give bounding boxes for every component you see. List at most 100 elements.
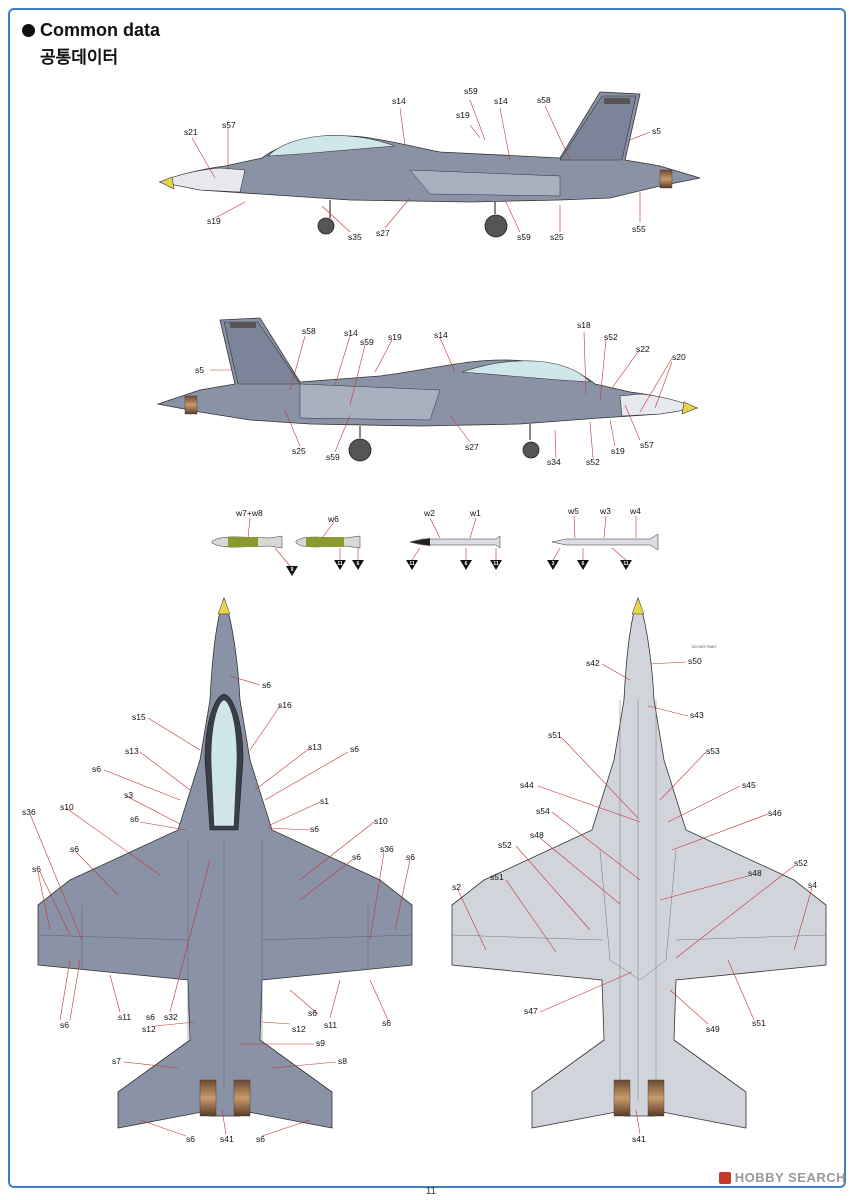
bottom-label-s51-a: s51	[548, 730, 562, 740]
marker-3: 3	[552, 561, 555, 567]
bottom-nozzle-left	[613, 1079, 631, 1117]
label-w5: w5	[567, 506, 579, 516]
label-s59-2b: s59	[326, 452, 340, 462]
bottom-nose-tip	[631, 597, 645, 615]
label-w7-w8: w7+w8	[235, 508, 263, 518]
top-nozzle-left	[199, 1079, 217, 1117]
weapon-markers: 9 11 6 11 6 11 3 6 11	[286, 560, 632, 576]
bottom-label-s43: s43	[690, 710, 704, 720]
label-s59-a: s59	[464, 86, 478, 96]
top-label-s10-b: s10	[374, 816, 388, 826]
top-label-s15: s15	[132, 712, 146, 722]
label-w6: w6	[327, 514, 339, 524]
page-number: 11	[425, 1186, 437, 1197]
label-s57: s57	[222, 120, 236, 130]
watermark-text: HOBBY SEARCH	[734, 1170, 846, 1185]
bottom-label-s53: s53	[706, 746, 720, 756]
label-s59-b: s59	[517, 232, 531, 242]
marker-9: 9	[291, 567, 294, 573]
bottom-label-s51-b: s51	[490, 872, 504, 882]
bottom-label-s49: s49	[706, 1024, 720, 1034]
top-label-s6-n: s6	[256, 1134, 265, 1144]
main-wheel	[484, 214, 508, 238]
top-label-s7: s7	[112, 1056, 121, 1066]
top-nose-tip	[217, 597, 231, 615]
bullet-icon	[22, 24, 35, 37]
top-label-s13-b: s13	[308, 742, 322, 752]
intake-panel	[409, 169, 561, 197]
top-nozzle-right	[233, 1079, 251, 1117]
top-label-s6-h: s6	[406, 852, 415, 862]
label-s5: s5	[652, 126, 661, 136]
bottom-label-s52-b: s52	[794, 858, 808, 868]
bottom-label-s52-a: s52	[498, 840, 512, 850]
bottom-label-s50: s50	[688, 656, 702, 666]
marker-11-b: 11	[409, 561, 415, 567]
label-s14-a: s14	[392, 96, 406, 106]
top-label-s6-f: s6	[70, 844, 79, 854]
section-heading: Common data 공통데이터	[22, 20, 160, 68]
label-s19-2b: s19	[611, 446, 625, 456]
marker-6-c: 6	[582, 561, 585, 567]
top-label-s3: s3	[124, 790, 133, 800]
label-s55: s55	[632, 224, 646, 234]
bottom-view: DO NOT PAINT s42 s50 s43 s51 s53 s44 s45…	[451, 596, 827, 1144]
leader-lines-left	[191, 99, 651, 233]
bottom-label-s4: s4	[808, 880, 817, 890]
label-w3: w3	[599, 506, 611, 516]
label-s20: s20	[672, 352, 686, 362]
stencil-do-not-paint: DO NOT PAINT	[692, 645, 717, 649]
marker-11-d: 11	[623, 561, 629, 567]
top-label-s36-b: s36	[380, 844, 394, 854]
label-s25-2: s25	[292, 446, 306, 456]
heading-title-ko: 공통데이터	[40, 48, 119, 67]
bottom-label-s2: s2	[452, 882, 461, 892]
top-planform	[37, 596, 413, 1129]
bottom-label-s51-c: s51	[752, 1018, 766, 1028]
marker-6-a: 6	[357, 561, 360, 567]
top-label-s16: s16	[278, 700, 292, 710]
label-s19-b: s19	[207, 216, 221, 226]
label-s22: s22	[636, 344, 650, 354]
label-s14-2a: s14	[344, 328, 358, 338]
top-canopy	[210, 699, 238, 827]
label-s14-b: s14	[494, 96, 508, 106]
label-s58: s58	[537, 95, 551, 105]
intake-panel-2	[299, 383, 441, 421]
top-label-s11-b: s11	[324, 1020, 337, 1030]
missile-w1-w2	[409, 535, 501, 549]
label-s59-2a: s59	[360, 337, 374, 347]
nose-tip	[159, 176, 175, 190]
bottom-label-s47: s47	[524, 1006, 538, 1016]
top-label-s8: s8	[338, 1056, 347, 1066]
top-label-s1: s1	[320, 796, 329, 806]
bottom-leader-lines	[457, 661, 813, 1135]
bomb-w7-w8	[211, 535, 283, 549]
stencil-text: DO NOT PAINT	[692, 645, 717, 649]
weapons-row: w7+w8 w6 w2 w1 w5 w3 w4 9 11 6 11 6	[211, 506, 659, 576]
top-label-s6-e: s6	[310, 824, 319, 834]
fuselage-shape-2	[156, 317, 699, 427]
nose-wheel-2	[522, 441, 540, 459]
label-s52-2b: s52	[586, 457, 600, 467]
label-w1: w1	[469, 508, 481, 518]
hobby-search-logo-icon	[718, 1171, 731, 1184]
marker-11-c: 11	[493, 561, 499, 567]
missile-w3-w4-w5	[551, 533, 659, 551]
label-s25: s25	[550, 232, 564, 242]
label-s52-2a: s52	[604, 332, 618, 342]
top-label-s32: s32	[164, 1012, 178, 1022]
top-label-s6-c: s6	[92, 764, 101, 774]
label-w2: w2	[423, 508, 435, 518]
label-s35: s35	[348, 232, 362, 242]
nose-tip-2	[681, 401, 698, 415]
top-label-s13-a: s13	[125, 746, 139, 756]
top-label-s6-m: s6	[186, 1134, 195, 1144]
main-wheel-2	[348, 438, 372, 462]
label-s21: s21	[184, 127, 198, 137]
vertical-tail-2	[223, 321, 301, 385]
label-s5-2: s5	[195, 365, 204, 375]
exhaust-nozzle-2	[184, 395, 198, 415]
canopy-2	[461, 360, 591, 383]
